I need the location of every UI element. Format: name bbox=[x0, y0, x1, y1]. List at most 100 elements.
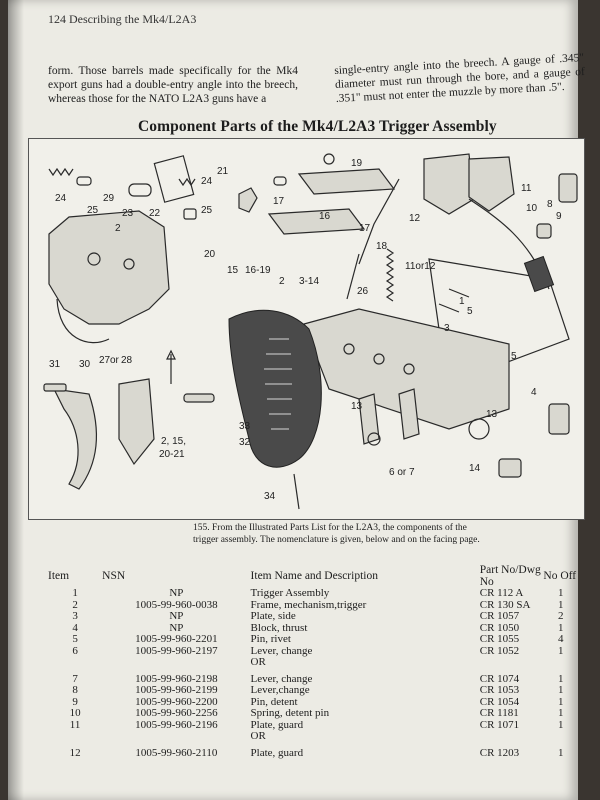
no-off-cell: 1 bbox=[557, 707, 564, 719]
name-cell: Plate, side bbox=[250, 610, 296, 622]
header-no-off: No Off bbox=[543, 570, 577, 582]
table-row: 8 1005-99-960-2199 Lever,change CR 1053 … bbox=[48, 684, 578, 697]
no-off-cell: 1 bbox=[557, 644, 564, 657]
callout-label: 23 bbox=[122, 208, 134, 219]
item-cell bbox=[48, 731, 102, 743]
name-cell: Pin, rivet bbox=[250, 633, 291, 645]
callout-label: 20-21 bbox=[159, 449, 185, 460]
no-off-cell: 1 bbox=[557, 621, 564, 634]
table-header-row: Item NSN Item Name and Description Part … bbox=[48, 564, 578, 588]
callout-label: 3 bbox=[444, 323, 450, 334]
header-part: Part No/Dwg No bbox=[479, 564, 541, 588]
nsn-cell: 1005-99-960-2199 bbox=[135, 684, 218, 696]
exploded-diagram: 24 29 23 22 24 21 25 25 20 19 17 16 17 1… bbox=[28, 138, 585, 520]
name-cell: Lever, change bbox=[250, 672, 313, 685]
callout-label: 18 bbox=[376, 241, 388, 252]
callout-label: 27 bbox=[99, 355, 111, 366]
item-cell: 7 bbox=[72, 672, 78, 685]
name-cell: Plate, guard bbox=[250, 718, 304, 731]
nsn-cell: NP bbox=[169, 610, 184, 622]
running-head: 124 Describing the Mk4/L2A3 bbox=[48, 12, 197, 26]
table-row: 4 NP Block, thrust CR 1050 1 bbox=[48, 621, 578, 635]
table-row: 12 1005-99-960-2110 Plate, guard CR 1203… bbox=[48, 743, 578, 760]
body-text-left: form. Those barrels made specifically fo… bbox=[48, 65, 298, 105]
name-cell: OR bbox=[250, 656, 266, 668]
table-row: 9 1005-99-960-2200 Pin, detent CR 1054 1 bbox=[48, 695, 578, 709]
header-item: Item bbox=[48, 570, 70, 582]
callout-label: 19 bbox=[351, 158, 363, 169]
part-cell: CR 130 SA bbox=[479, 598, 531, 611]
trigger-guard-drawing bbox=[43, 349, 176, 490]
callout-label: 29 bbox=[103, 193, 115, 204]
no-off-cell: 1 bbox=[557, 587, 564, 599]
callout-label: 32 bbox=[239, 437, 251, 448]
item-cell: 12 bbox=[69, 746, 81, 759]
callout-label: 2 bbox=[115, 223, 121, 234]
name-cell: Lever,change bbox=[250, 684, 310, 696]
name-cell: Frame, mechanism,trigger bbox=[250, 598, 367, 611]
callout-label: 6 or 7 bbox=[389, 467, 415, 478]
name-cell: Trigger Assembly bbox=[250, 587, 330, 599]
exploded-diagram-drawing: 24 29 23 22 24 21 25 25 20 19 17 16 17 1… bbox=[43, 153, 578, 510]
table-row: OR bbox=[48, 730, 578, 743]
name-cell: OR bbox=[250, 730, 266, 742]
item-cell: 2 bbox=[72, 598, 78, 611]
callout-label: 16-19 bbox=[245, 265, 271, 276]
callout-label: 5 bbox=[511, 351, 517, 362]
callout-label: 17 bbox=[273, 196, 285, 207]
callout-label: 15 bbox=[227, 265, 239, 276]
no-off-cell: 1 bbox=[557, 672, 564, 685]
callout-label: 11 bbox=[521, 183, 532, 194]
no-off-cell: 1 bbox=[557, 718, 564, 731]
part-cell: CR 1052 bbox=[479, 644, 520, 657]
parts-table: Item NSN Item Name and Description Part … bbox=[48, 564, 578, 759]
side-plate-drawing bbox=[303, 288, 570, 440]
callout-label: 26 bbox=[357, 286, 369, 297]
no-off-cell: 1 bbox=[557, 684, 564, 696]
item-cell: 9 bbox=[72, 695, 78, 708]
callout-label: 31 bbox=[49, 359, 61, 370]
nsn-cell bbox=[102, 657, 250, 669]
table-row: 7 1005-99-960-2198 Lever, change CR 1074… bbox=[48, 669, 578, 686]
callout-label: 2, 15, bbox=[161, 436, 186, 447]
table-row: OR bbox=[48, 656, 578, 669]
no-off-cell: 2 bbox=[557, 610, 564, 622]
nsn-cell: 1005-99-960-2196 bbox=[135, 718, 218, 731]
no-off-cell: 1 bbox=[557, 746, 564, 759]
block-plates-drawing bbox=[267, 153, 400, 302]
table-row: 2 1005-99-960-0038 Frame, mechanism,trig… bbox=[48, 598, 578, 612]
nsn-cell: 1005-99-960-2201 bbox=[135, 633, 218, 645]
callout-label: 11or12 bbox=[405, 261, 436, 272]
callout-label: 30 bbox=[79, 359, 91, 370]
nsn-cell: 1005-99-960-2110 bbox=[135, 746, 218, 759]
item-cell: 11 bbox=[69, 718, 81, 731]
callout-label: 34 bbox=[264, 491, 276, 502]
callout-label: 8 bbox=[547, 199, 553, 210]
callout-label: 17 bbox=[359, 223, 371, 234]
figure-title: Component Parts of the Mk4/L2A3 Trigger … bbox=[138, 118, 497, 135]
nsn-cell bbox=[102, 731, 250, 743]
pistol-grip-drawing bbox=[183, 309, 322, 510]
header-name: Item Name and Description bbox=[250, 570, 378, 582]
no-off-cell bbox=[543, 731, 578, 743]
callout-label: 22 bbox=[149, 208, 161, 219]
callout-label: 3-14 bbox=[299, 276, 319, 287]
nsn-cell: 1005-99-960-2197 bbox=[135, 644, 218, 657]
header-nsn: NSN bbox=[102, 570, 126, 582]
part-cell: CR 112 A bbox=[479, 587, 524, 599]
name-cell: Lever, change bbox=[250, 644, 313, 657]
callout-label: 13 bbox=[486, 409, 498, 420]
callout-label: 13 bbox=[351, 401, 363, 412]
callout-label: 25 bbox=[87, 205, 99, 216]
part-cell: CR 1050 bbox=[479, 621, 520, 634]
table-row: 3 NP Plate, side CR 1057 2 bbox=[48, 610, 578, 623]
guard-plate-drawing bbox=[423, 153, 578, 370]
change-lever-drawing bbox=[358, 388, 522, 478]
item-cell: 6 bbox=[72, 644, 78, 657]
part-cell: CR 1071 bbox=[479, 718, 520, 731]
name-cell: Block, thrust bbox=[250, 621, 308, 634]
part-cell bbox=[480, 731, 544, 743]
nsn-cell: 1005-99-960-2256 bbox=[135, 707, 218, 719]
nsn-cell: NP bbox=[169, 621, 184, 634]
name-cell: Spring, detent pin bbox=[250, 707, 330, 719]
